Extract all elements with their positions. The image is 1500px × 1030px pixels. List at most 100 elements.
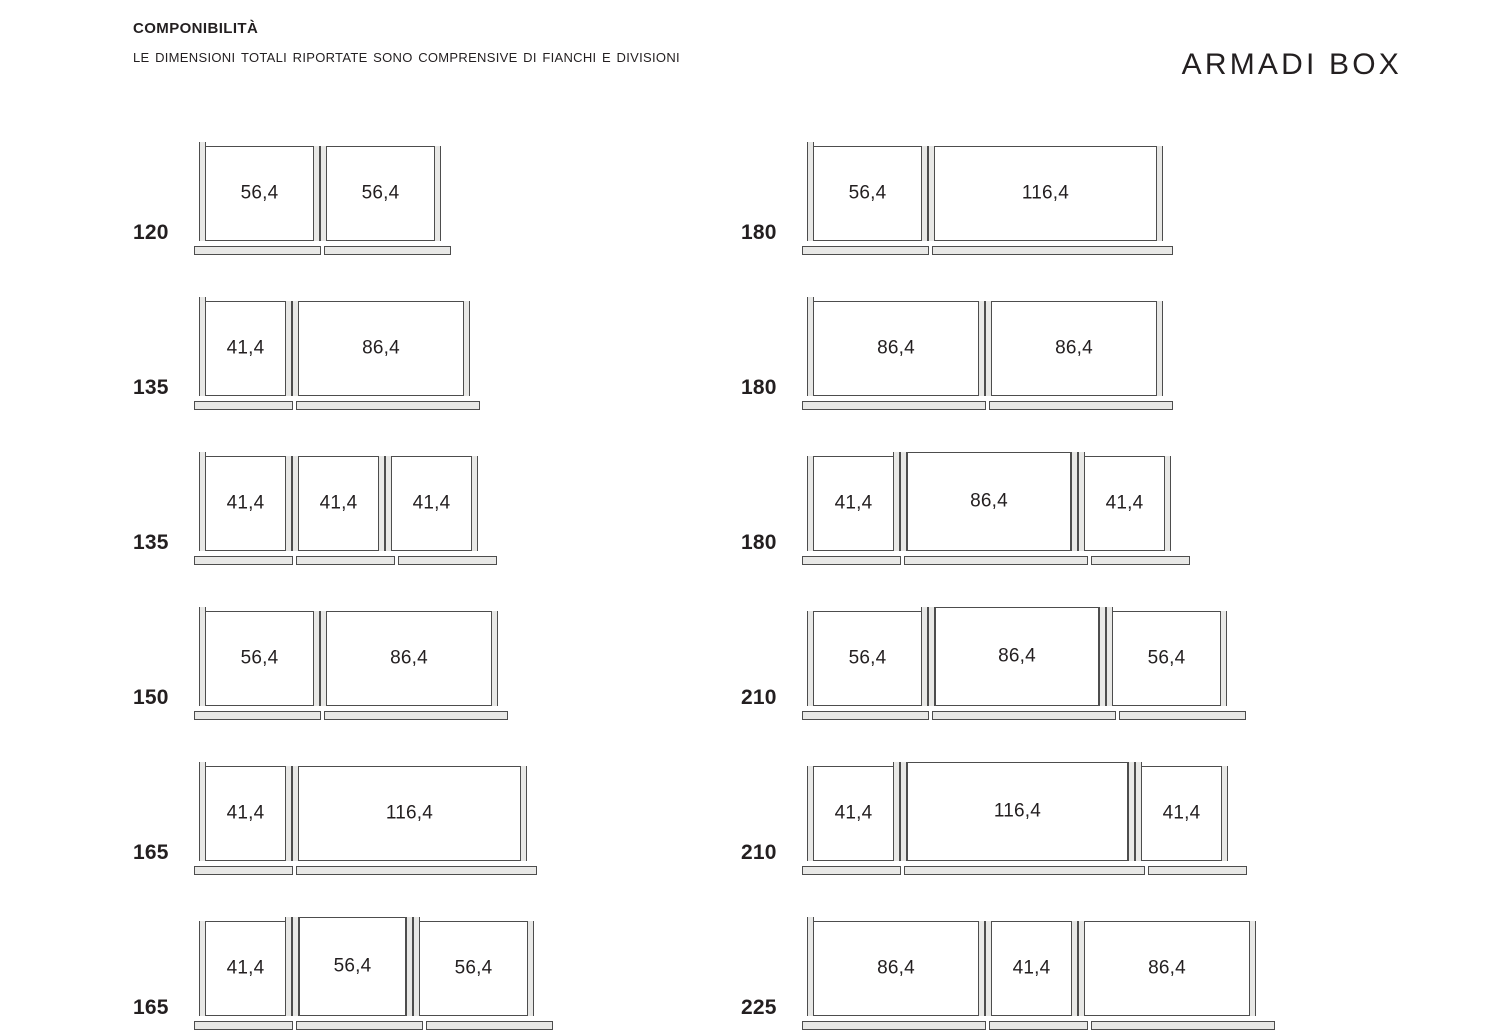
plinth-segment bbox=[802, 401, 986, 410]
cabinet-plinth bbox=[802, 556, 1190, 565]
page-header: Componibilità Le dimensioni totali ripor… bbox=[133, 15, 893, 68]
plinth-segment bbox=[904, 556, 1088, 565]
plinth-segment bbox=[802, 556, 901, 565]
division-panel bbox=[928, 146, 935, 241]
cabinet-diagram: 56,4 56,4 bbox=[194, 142, 451, 255]
side-panel bbox=[807, 142, 814, 241]
total-width-label: 135 bbox=[133, 531, 169, 554]
plinth-segment bbox=[802, 866, 901, 875]
side-panel bbox=[491, 611, 498, 706]
compartment: 56,4 bbox=[814, 611, 921, 706]
side-panel bbox=[471, 456, 478, 551]
side-panel bbox=[1099, 607, 1106, 706]
total-width-label: 180 bbox=[741, 376, 777, 399]
plinth-segment bbox=[989, 401, 1173, 410]
compartment: 56,4 bbox=[327, 146, 434, 241]
division-panel bbox=[292, 456, 299, 551]
compartment-width-value: 41,4 bbox=[226, 337, 265, 359]
compartment-width-value: 41,4 bbox=[226, 957, 265, 979]
plinth-segment bbox=[194, 246, 321, 255]
compartment-width-value: 41,4 bbox=[412, 492, 451, 514]
plinth-segment bbox=[1091, 556, 1190, 565]
plinth-segment bbox=[194, 866, 293, 875]
plinth-segment bbox=[932, 711, 1116, 720]
plinth-segment bbox=[296, 1021, 423, 1030]
cabinet-plinth bbox=[194, 556, 497, 565]
division-panel bbox=[320, 611, 327, 706]
cabinet-diagram: 41,4 56,4 56,4 bbox=[194, 917, 553, 1030]
side-panel bbox=[807, 611, 814, 706]
compartment: 56,4 bbox=[814, 146, 921, 241]
compartment: 41,4 bbox=[392, 456, 471, 551]
compartment: 41,4 bbox=[814, 766, 893, 861]
side-panel bbox=[1156, 146, 1163, 241]
division-panel bbox=[928, 607, 935, 706]
compartment: 56,4 bbox=[299, 917, 406, 1016]
total-width-label: 210 bbox=[741, 686, 777, 709]
compartment: 41,4 bbox=[206, 766, 285, 861]
division-panel bbox=[413, 917, 420, 1016]
cabinet-plinth bbox=[194, 246, 451, 255]
side-panel bbox=[378, 456, 385, 551]
cabinet-plinth bbox=[802, 246, 1173, 255]
side-panel bbox=[199, 452, 206, 551]
total-width-label: 165 bbox=[133, 841, 169, 864]
page-title: Componibilità bbox=[133, 15, 259, 38]
compartment-width-value: 41,4 bbox=[1012, 957, 1051, 979]
compartment-width-value: 56,4 bbox=[361, 182, 400, 204]
compartment-width-value: 41,4 bbox=[834, 802, 873, 824]
compartment-width-value: 56,4 bbox=[240, 647, 279, 669]
side-panel bbox=[527, 921, 534, 1016]
compartment: 41,4 bbox=[1085, 456, 1164, 551]
side-panel bbox=[199, 142, 206, 241]
division-panel bbox=[985, 301, 992, 396]
compartment: 41,4 bbox=[206, 301, 285, 396]
side-panel bbox=[921, 146, 928, 241]
total-width-label: 150 bbox=[133, 686, 169, 709]
plinth-segment bbox=[194, 401, 293, 410]
plinth-segment bbox=[802, 246, 929, 255]
side-panel bbox=[1220, 611, 1227, 706]
side-panel bbox=[434, 146, 441, 241]
division-panel bbox=[320, 146, 327, 241]
compartment-width-value: 56,4 bbox=[333, 955, 372, 977]
side-panel bbox=[285, 301, 292, 396]
plinth-segment bbox=[904, 866, 1145, 875]
cabinet-plinth bbox=[194, 711, 508, 720]
side-panel bbox=[199, 762, 206, 861]
side-panel bbox=[285, 917, 292, 1016]
side-panel bbox=[1221, 766, 1228, 861]
compartment: 41,4 bbox=[992, 921, 1071, 1016]
division-panel bbox=[1135, 762, 1142, 861]
compartment: 56,4 bbox=[206, 146, 313, 241]
side-panel bbox=[285, 766, 292, 861]
compartment-width-value: 86,4 bbox=[877, 337, 915, 359]
side-panel bbox=[807, 766, 814, 861]
compartment-width-value: 86,4 bbox=[877, 957, 915, 979]
compartment: 56,4 bbox=[420, 921, 527, 1016]
compartment: 116,4 bbox=[907, 762, 1128, 861]
total-width-label: 210 bbox=[741, 841, 777, 864]
compartment: 86,4 bbox=[935, 607, 1099, 706]
side-panel bbox=[199, 607, 206, 706]
division-panel bbox=[1078, 921, 1085, 1016]
compartment-width-value: 41,4 bbox=[226, 492, 265, 514]
compartment-width-value: 116,4 bbox=[993, 800, 1042, 822]
side-panel bbox=[807, 917, 814, 1016]
side-panel bbox=[807, 456, 814, 551]
compartment-width-value: 41,4 bbox=[226, 802, 265, 824]
side-panel bbox=[978, 301, 985, 396]
compartment: 41,4 bbox=[206, 456, 285, 551]
division-panel bbox=[1106, 607, 1113, 706]
